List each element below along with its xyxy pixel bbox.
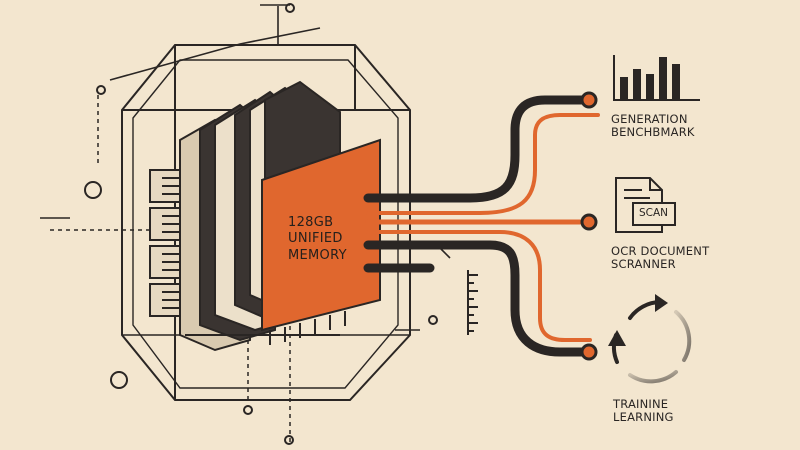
bar-chart-icon [613, 55, 700, 101]
connector-training-accent [366, 230, 592, 342]
document-scan-icon [615, 177, 676, 233]
endpoint-nodes [580, 91, 598, 361]
connector-ocr-dark [363, 240, 591, 357]
decor-circles [84, 3, 438, 445]
scan-badge: SCAN [639, 207, 669, 219]
ruler-ticks [467, 270, 478, 335]
connector-benchmark-accent [366, 113, 600, 215]
chip-line-2: UNIFIED [288, 231, 343, 247]
endpoint-training [580, 343, 598, 361]
output-label-line: SCRANNER [611, 257, 676, 272]
chip-line-1: 128GB [288, 215, 334, 230]
output-label-ocr: OCR DOCUMENT SCRANNER [611, 244, 710, 272]
output-label-line: OCR DOCUMENT [611, 244, 710, 258]
output-label-line: BENCHBMARK [611, 125, 695, 140]
chip-line-3: MEMORY [288, 247, 347, 263]
memory-chip-label: 128GB UNIFIED MEMORY [288, 215, 347, 264]
connector-bundle [363, 95, 600, 357]
output-label-line: GENERATION [611, 112, 688, 126]
output-label-line: TRAININE [613, 397, 669, 411]
output-label-benchmark: GENERATION BENCHBMARK [611, 112, 695, 140]
memory-chip [261, 138, 381, 345]
connector-benchmark-dark [363, 95, 591, 203]
output-label-training: TRAININE LEARNING [613, 397, 674, 425]
endpoint-ocr [580, 213, 598, 231]
cycle-arrows-icon [608, 294, 692, 384]
endpoint-benchmark [580, 91, 598, 109]
output-label-line: LEARNING [613, 410, 674, 425]
